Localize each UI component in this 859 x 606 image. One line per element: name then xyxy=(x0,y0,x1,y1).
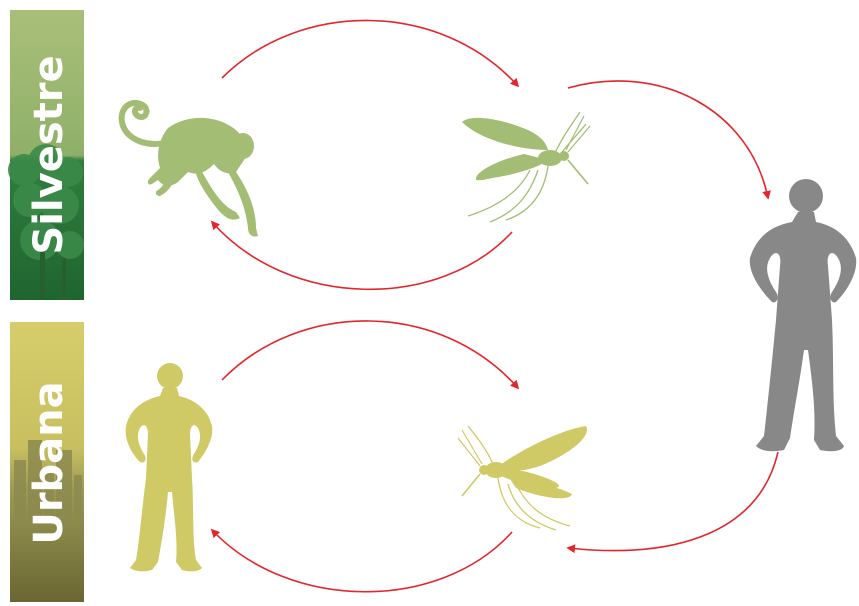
band-urbana: Urbana xyxy=(10,322,84,602)
mosquito-icon xyxy=(462,112,590,222)
person-icon xyxy=(126,363,213,571)
arrow-mosquito-to-human-urban xyxy=(212,530,512,592)
mosquito-icon xyxy=(458,426,587,530)
arrow-monkey-to-mosquito xyxy=(222,20,518,86)
band-label-urbana: Urbana xyxy=(26,381,72,544)
band-label-silvestre: Silvestre xyxy=(26,55,72,254)
arrow-human-to-mosquito-cross xyxy=(568,452,778,551)
arrow-human-to-mosquito-urban xyxy=(222,321,518,388)
monkey-icon xyxy=(122,103,258,237)
arrow-mosquito-to-human xyxy=(568,81,768,198)
person-icon xyxy=(750,179,856,451)
band-silvestre: Silvestre xyxy=(8,10,84,300)
